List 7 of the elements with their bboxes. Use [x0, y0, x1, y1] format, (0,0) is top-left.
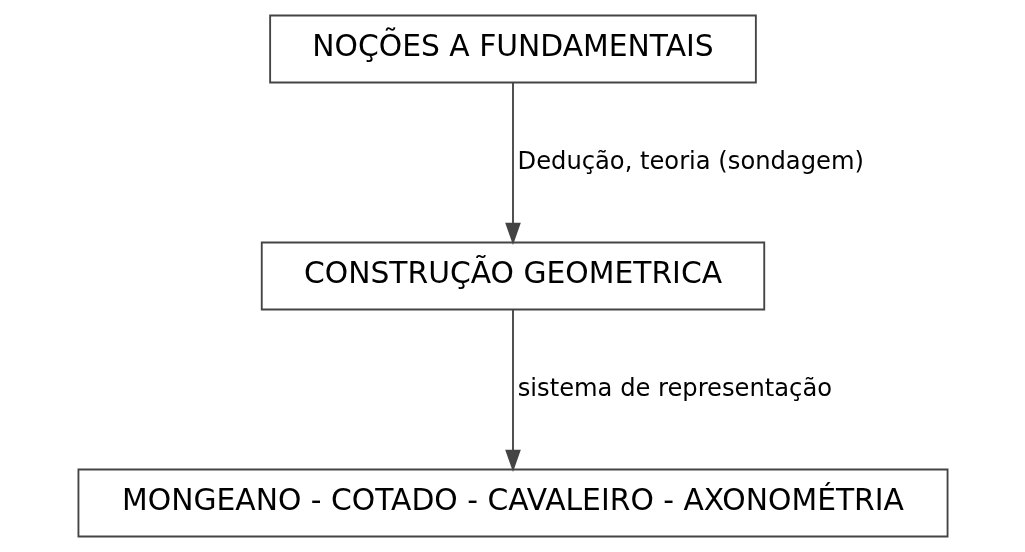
node-box: MONGEANO - COTADO - CAVALEIRO - AXONOMÉTRIA [77, 468, 948, 538]
edge-label: Dedução, teoria (sondagem) [517, 146, 864, 175]
arrow [504, 308, 521, 473]
node-box: CONSTRUÇÃO GEOMETRICA [260, 241, 765, 311]
arrow [504, 81, 521, 245]
node-box: NOÇÕES A FUNDAMENTAIS [268, 14, 757, 84]
edge-label: sistema de representação [517, 373, 832, 402]
